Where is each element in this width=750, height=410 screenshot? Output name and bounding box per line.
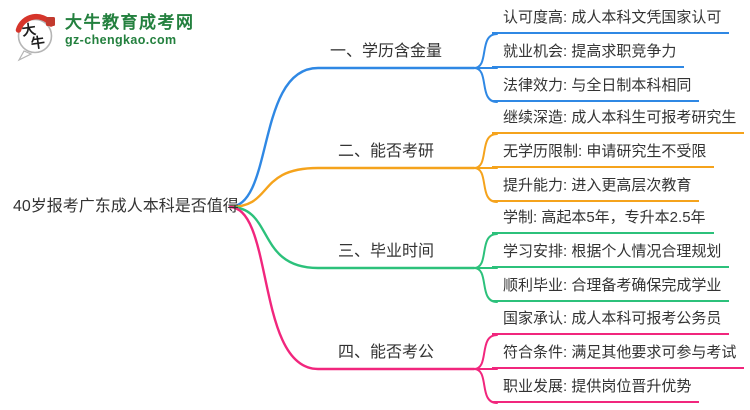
branch-label-4[interactable]: 四、能否考公 — [337, 344, 434, 361]
branch-line — [228, 166, 476, 209]
leaf-node[interactable]: 继续深造: 成人本科生可报考研究生 — [492, 106, 745, 134]
leaf-node[interactable]: 学习安排: 根据个人情况合理规划 — [492, 240, 730, 268]
leaf-node[interactable]: 认可度高: 成人本科文凭国家认可 — [492, 6, 730, 34]
logo-bubble-icon: 大 牛 — [15, 13, 55, 62]
branch-line — [228, 205, 476, 371]
logo-seal-icon — [46, 17, 55, 26]
root-topic[interactable]: 40岁报考广东成人本科是否值得 — [13, 198, 239, 215]
logo-char-bottom: 牛 — [30, 34, 46, 52]
leaf-node[interactable]: 学制: 高起本5年，专升本2.5年 — [492, 206, 714, 234]
branch-line — [228, 205, 476, 270]
site-logo[interactable]: 大 牛 大牛教育成考网 gz-chengkao.com — [12, 9, 195, 63]
leaf-node[interactable]: 职业发展: 提供岗位晋升优势 — [492, 375, 700, 403]
branch-label-2[interactable]: 二、能否考研 — [337, 143, 434, 160]
logo-char-top: 大 — [21, 21, 37, 39]
leaf-node[interactable]: 提升能力: 进入更高层次教育 — [492, 174, 700, 202]
leaf-node[interactable]: 顺利毕业: 合理备考确保完成学业 — [492, 274, 730, 302]
branch-label-1[interactable]: 一、学历含金量 — [329, 43, 442, 60]
branch-label-3[interactable]: 三、毕业时间 — [337, 243, 434, 260]
site-domain: gz-chengkao.com — [65, 33, 177, 47]
site-name: 大牛教育成考网 — [65, 13, 195, 32]
leaf-node[interactable]: 法律效力: 与全日制本科相同 — [492, 74, 700, 102]
leaf-node[interactable]: 符合条件: 满足其他要求可参与考试 — [492, 341, 745, 369]
leaf-node[interactable]: 就业机会: 提高求职竞争力 — [492, 40, 685, 68]
leaf-node[interactable]: 无学历限制: 申请研究生不受限 — [492, 140, 715, 168]
branch-line — [228, 66, 476, 209]
leaf-node[interactable]: 国家承认: 成人本科可报考公务员 — [492, 307, 730, 335]
